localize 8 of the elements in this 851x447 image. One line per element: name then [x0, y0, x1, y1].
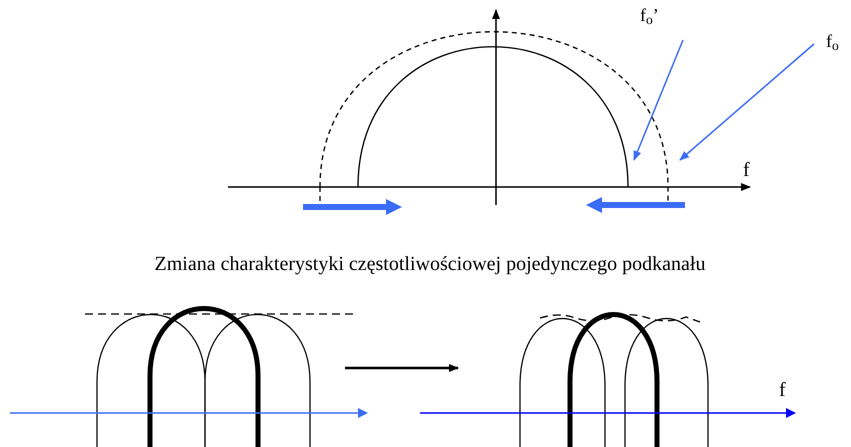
caption: Zmiana charakterystyki częstotliwościowej pojedynczego podkanału [154, 252, 706, 277]
leader-line [633, 40, 684, 161]
axis-label: f [779, 380, 786, 400]
arrow [345, 364, 459, 372]
frequency-label: f$_{o}$’ [640, 6, 684, 24]
frequency-label: f$_{o}$ [826, 32, 850, 50]
leader-line [679, 43, 814, 161]
axis-label: f [743, 160, 750, 180]
